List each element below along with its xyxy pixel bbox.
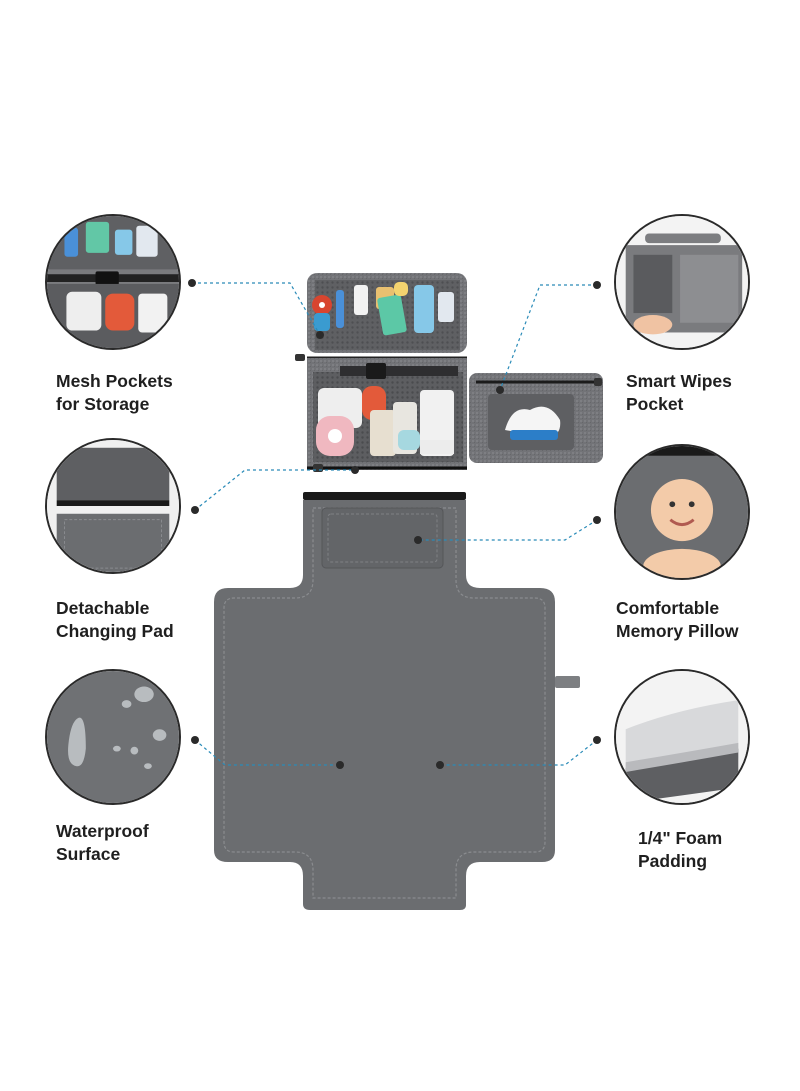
organizer-top-panel (307, 273, 467, 353)
baby-on-pillow-closeup-icon (614, 444, 750, 580)
mesh-pocket-closeup-icon (45, 214, 181, 350)
organizer-mesh-pocket (307, 358, 467, 470)
detachable-pad-closeup-icon (45, 438, 181, 574)
leader-lines (192, 282, 598, 766)
wipes-pocket-closeup-icon (614, 214, 750, 350)
changing-pad (214, 492, 580, 910)
leader-dots (188, 279, 601, 769)
water-droplets-closeup-icon (45, 669, 181, 805)
wipes-pocket (469, 373, 603, 463)
foam-layer-closeup-icon (614, 669, 750, 805)
